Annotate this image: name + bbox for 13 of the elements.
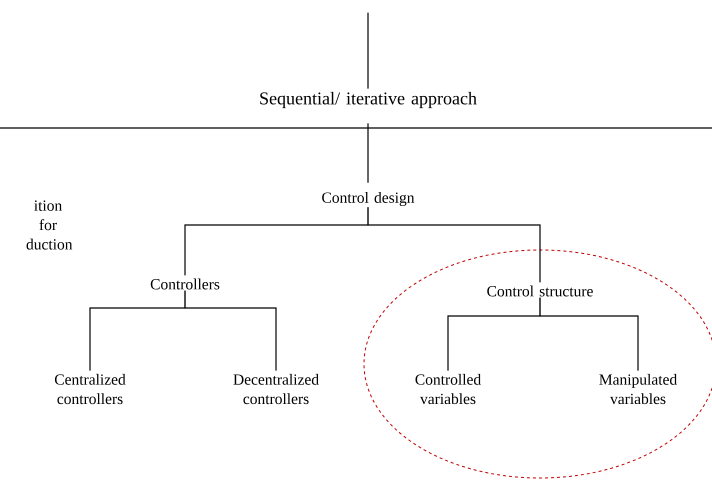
node-label: Controllers: [150, 278, 220, 290]
node-label: Controlled variables: [416, 374, 481, 404]
connector-line: [367, 207, 541, 282]
node-label: Decentralized controllers: [233, 374, 319, 404]
node-label: Control design: [322, 192, 414, 206]
connector-line: [184, 290, 277, 371]
node-label: Sequential/ iterative approach: [260, 92, 477, 108]
node-label: Centralized controllers: [54, 374, 126, 404]
node-label: Manipulated variables: [599, 374, 677, 404]
connector-line: [367, 123, 369, 183]
node-label: ition for duction: [26, 200, 72, 250]
connector-line: [539, 298, 639, 371]
node-label: Control structure: [487, 286, 593, 296]
